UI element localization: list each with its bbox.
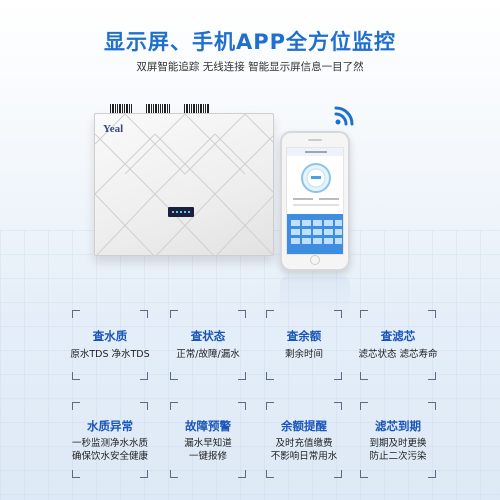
- feature-card-balance: 查余额 剩余时间: [266, 310, 342, 380]
- feature-desc: 滤芯状态 滤芯寿命: [358, 349, 438, 360]
- phone-reflection: [280, 276, 350, 318]
- feature-desc-line2: 防止二次污染: [369, 451, 427, 462]
- phone-speaker: [308, 139, 322, 141]
- feature-title: 查滤芯: [380, 329, 416, 343]
- feature-card-filter-expiry: 滤芯到期 到期及时更换 防止二次污染: [360, 402, 436, 478]
- feature-card-fault-warning: 故障预警 漏水早知道 一键报修: [170, 402, 246, 478]
- feature-title: 余额提醒: [281, 419, 327, 433]
- feature-desc-line1: 到期及时更换: [369, 438, 427, 449]
- background-grid: [0, 230, 500, 500]
- feature-title: 查水质: [92, 329, 128, 343]
- feature-desc-line2: 确保饮水安全健康: [71, 451, 148, 462]
- feature-desc-line1: 一秒监测净水水质: [71, 438, 148, 449]
- feature-title: 查状态: [190, 329, 226, 343]
- feature-card-water-quality: 查水质 原水TDS 净水TDS: [70, 310, 150, 380]
- feature-desc-line2: 不影响日常用水: [270, 451, 338, 462]
- wifi-icon: [334, 106, 354, 126]
- feature-desc: 正常/故障/漏水: [176, 349, 240, 360]
- feature-desc: 原水TDS 净水TDS: [70, 349, 150, 360]
- feature-desc-line2: 一键报修: [188, 451, 227, 462]
- feature-title: 水质异常: [87, 419, 133, 433]
- feature-card-filter: 查滤芯 滤芯状态 滤芯寿命: [358, 310, 438, 380]
- app-screen-graphic: [287, 148, 343, 254]
- feature-card-status: 查状态 正常/故障/漏水: [170, 310, 246, 380]
- phone-screen: [286, 147, 344, 255]
- feature-card-balance-reminder: 余额提醒 及时充值缴费 不影响日常用水: [266, 402, 342, 478]
- feature-desc-line1: 及时充值缴费: [275, 438, 333, 449]
- diamond-pattern: [95, 114, 273, 255]
- phone-home-button: [310, 255, 320, 265]
- water-purifier-device: Yeal: [94, 113, 274, 256]
- page-title: 显示屏、手机APP全方位监控: [103, 30, 397, 54]
- feature-desc: 剩余时间: [284, 349, 323, 360]
- feature-card-quality-alert: 水质异常 一秒监测净水水质 确保饮水安全健康: [72, 402, 148, 478]
- device-display-panel: [168, 207, 194, 217]
- smartphone-app-preview: [280, 131, 350, 271]
- feature-desc-line1: 漏水早知道: [184, 438, 232, 449]
- page-subtitle: 双屏智能追踪 无线连接 智能显示屏信息一目了然: [136, 61, 364, 73]
- feature-title: 故障预警: [185, 419, 231, 433]
- feature-title: 查余额: [286, 329, 322, 343]
- barcode-stickers: [110, 104, 209, 113]
- brand-logo: Yeal: [103, 123, 124, 135]
- feature-title: 滤芯到期: [375, 419, 421, 433]
